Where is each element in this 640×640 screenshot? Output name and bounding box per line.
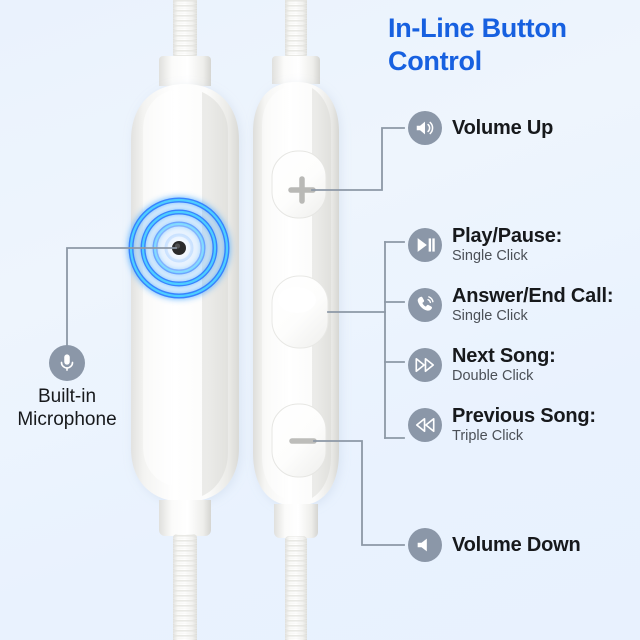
- callout-volume-down[interactable]: Volume Down: [408, 528, 581, 562]
- multifunction-button[interactable]: [271, 275, 329, 349]
- rewind-icon: [408, 408, 442, 443]
- microphone-port-highlight: [174, 243, 181, 249]
- microphone-label-line-2: Microphone: [17, 408, 117, 430]
- leader-volume-down: [313, 440, 405, 546]
- callout-label: Previous Song:: [452, 405, 596, 427]
- microphone-icon: [49, 345, 85, 381]
- page-title-line-1: In-Line Button: [388, 13, 567, 43]
- left-collar-bottom: [159, 500, 211, 536]
- callout-volume-up-text: Volume Up: [452, 117, 553, 139]
- callout-volume-down-text: Volume Down: [452, 534, 581, 556]
- callout-label: Next Song:: [452, 345, 556, 367]
- microphone-port: [172, 241, 186, 255]
- volume-down-button[interactable]: [271, 403, 327, 478]
- volume-up-button[interactable]: [271, 150, 327, 219]
- callout-next-song[interactable]: Next Song: Double Click: [408, 345, 556, 386]
- callout-sublabel: Double Click: [452, 368, 534, 385]
- callout-label: Play/Pause:: [452, 225, 563, 247]
- page-title: In-Line Button Control: [388, 12, 636, 78]
- right-remote-body: [253, 82, 339, 506]
- right-cable-bottom: [285, 536, 307, 640]
- leader-microphone: [66, 247, 177, 349]
- left-cable-bottom: [173, 534, 197, 640]
- speaker-down-icon: [408, 528, 442, 562]
- left-collar-top: [159, 56, 211, 86]
- left-remote-body: [131, 84, 239, 502]
- callout-prev-song-text: Previous Song: Triple Click: [452, 405, 596, 446]
- callout-sublabel: Single Click: [452, 308, 528, 325]
- callout-play-pause[interactable]: Play/Pause: Single Click: [408, 225, 562, 266]
- callout-answer-call-text: Answer/End Call: Single Click: [452, 285, 613, 326]
- fast-forward-icon: [408, 348, 442, 383]
- microphone-pulse-core: [145, 214, 213, 282]
- microphone-label-line-1: Built-in: [37, 386, 97, 407]
- page-title-line-2: Control: [388, 45, 482, 76]
- callout-label: Volume Up: [452, 116, 554, 139]
- callout-play-pause-text: Play/Pause: Single Click: [452, 225, 562, 266]
- phone-call-icon: [408, 288, 442, 323]
- callout-label: Volume Down: [452, 533, 581, 556]
- left-cable-top: [173, 0, 197, 58]
- leader-lines: [66, 127, 405, 546]
- callout-sublabel: Single Click: [452, 248, 528, 265]
- right-cable-top: [285, 0, 307, 58]
- right-collar-bottom: [274, 504, 318, 538]
- callout-label: Answer/End Call:: [452, 285, 614, 307]
- right-collar-top: [272, 56, 320, 84]
- microphone-pulse-rings: [128, 197, 230, 299]
- callout-sublabel: Triple Click: [452, 428, 524, 445]
- speaker-up-icon: [408, 111, 442, 145]
- callout-microphone-text: Built-in Microphone: [17, 386, 116, 432]
- callout-microphone[interactable]: Built-in Microphone: [8, 345, 126, 432]
- callout-prev-song[interactable]: Previous Song: Triple Click: [408, 405, 596, 446]
- callout-volume-up[interactable]: Volume Up: [408, 111, 553, 145]
- leader-volume-up: [311, 127, 405, 191]
- callout-next-song-text: Next Song: Double Click: [452, 345, 556, 386]
- callout-answer-call[interactable]: Answer/End Call: Single Click: [408, 285, 613, 326]
- play-pause-icon: [408, 228, 442, 263]
